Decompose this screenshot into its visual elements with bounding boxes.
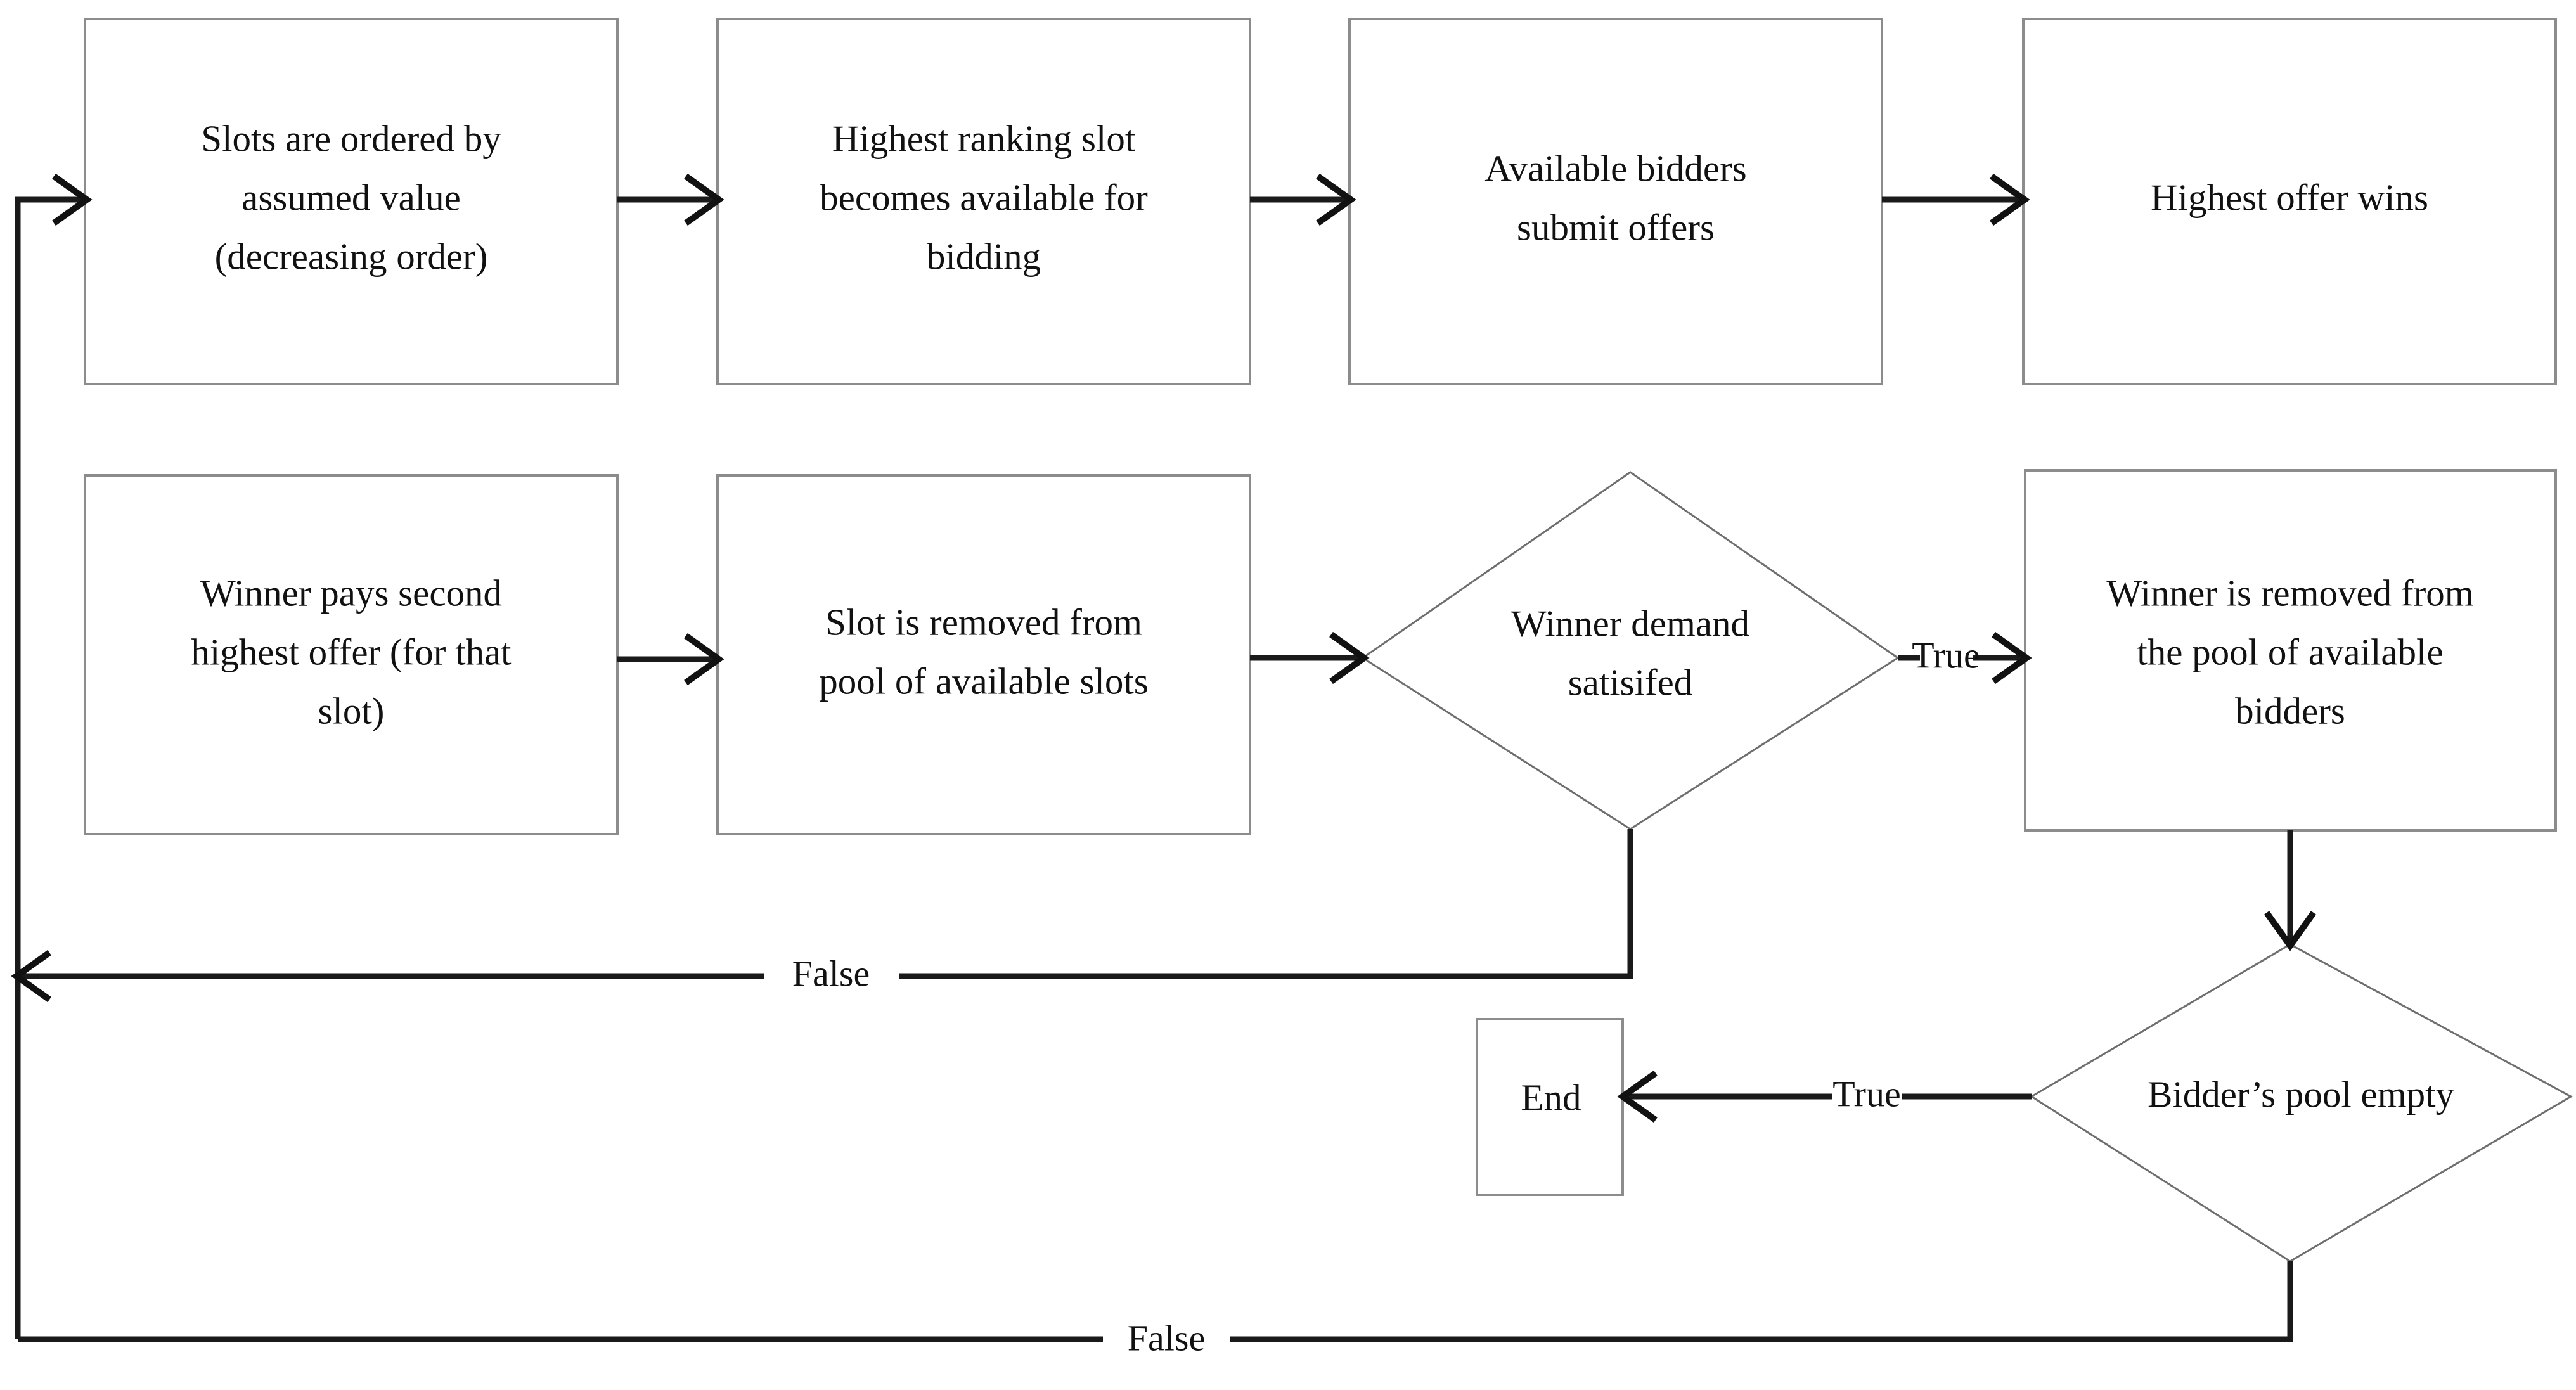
node-highest-ranking-slot[interactable]: Highest ranking slot becomes available f… [716,18,1251,385]
connector-pool-false-to-left-rail: False [18,1261,2293,1358]
node-winner-pays-second-line-3: slot) [318,690,385,732]
node-winner-removed-line-3: bidders [2235,690,2345,732]
node-winner-demand-satisfied-line-2: satisifed [1568,662,1693,704]
node-winner-pays-second-line-1: Winner pays second [200,572,502,614]
node-slots-ordered-line-1: Slots are ordered by [201,118,501,160]
node-bidders-pool-empty-line-1: Bidder’s pool empty [2148,1074,2454,1116]
connector-n8-to-pool-diamond [2264,830,2317,951]
node-end-label: End [1521,1077,1581,1119]
connector-n3-to-n4 [1882,173,2030,226]
node-slot-removed[interactable]: Slot is removed from pool of available s… [716,474,1251,835]
connector-n2-to-n3 [1250,173,1356,226]
connector-n5-to-n6 [617,633,724,686]
node-slots-ordered-line-2: assumed value [242,177,461,219]
connector-demand-true-to-n8: True [1898,631,2032,685]
node-highest-ranking-slot-line-2: becomes available for [820,177,1148,219]
node-highest-ranking-slot-line-3: bidding [927,236,1041,278]
connector-left-return-rail [15,173,93,1339]
connector-pool-true-to-end: True [1617,1070,2032,1123]
node-highest-offer-wins-line-1: Highest offer wins [2151,177,2428,219]
node-end[interactable]: End [1476,1018,1624,1196]
connector-n1-to-n2 [617,173,724,226]
node-winner-pays-second[interactable]: Winner pays second highest offer (for th… [84,474,619,835]
edge-label-demand-false: False [792,953,870,994]
node-available-bidders-line-1: Available bidders [1484,148,1746,190]
node-highest-offer-wins[interactable]: Highest offer wins [2022,18,2557,385]
edge-label-pool-false: False [1128,1317,1205,1358]
node-winner-demand-satisfied[interactable]: Winner demand satisifed [1361,471,1900,830]
node-available-bidders[interactable]: Available bidders submit offers [1348,18,1883,385]
node-winner-demand-satisfied-line-1: Winner demand [1511,603,1749,645]
node-slot-removed-line-2: pool of available slots [819,660,1148,702]
node-available-bidders-line-2: submit offers [1517,207,1715,248]
node-slot-removed-line-1: Slot is removed from [825,602,1142,643]
connector-demand-false-to-left-rail: False [11,829,1633,1003]
edge-label-demand-true: True [1912,634,1980,676]
node-winner-pays-second-line-2: highest offer (for that [191,631,512,673]
connector-n6-to-demand-diamond [1250,631,1370,685]
edge-label-pool-true: True [1832,1073,1900,1114]
node-highest-ranking-slot-line-1: Highest ranking slot [832,118,1136,160]
node-slots-ordered[interactable]: Slots are ordered by assumed value (decr… [84,18,619,385]
node-bidders-pool-empty[interactable]: Bidder’s pool empty [2030,943,2573,1263]
node-slots-ordered-line-3: (decreasing order) [215,236,488,278]
node-winner-removed-line-2: the pool of available [2137,631,2443,673]
node-winner-removed[interactable]: Winner is removed from the pool of avail… [2024,469,2557,832]
node-winner-removed-line-1: Winner is removed from [2106,572,2473,614]
